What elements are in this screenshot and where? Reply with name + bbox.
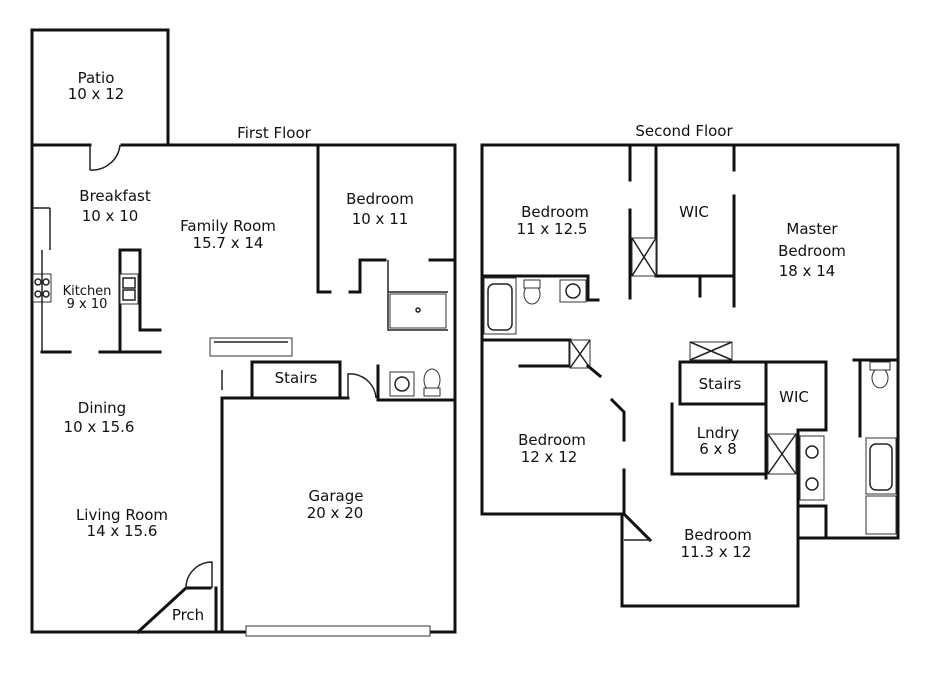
wic-a-label: WIC (679, 203, 709, 221)
laundry-label: Lndry (697, 424, 740, 442)
bedroom-c-label: Bedroom (684, 526, 752, 544)
bedroom-a-dims: 11 x 12.5 (517, 220, 588, 238)
bedroom-a-label: Bedroom (521, 203, 589, 221)
shower-icon (389, 293, 447, 329)
sink-icon-2 (559, 279, 587, 303)
family-room-label: Family Room (180, 217, 276, 235)
sink-icon-bath (389, 371, 415, 397)
porch-label: Prch (172, 606, 204, 624)
bedroom-label: Bedroom (346, 190, 414, 208)
master-bath-walls (796, 358, 900, 540)
garage-dims: 20 x 20 (307, 504, 364, 522)
garage-door (245, 625, 431, 637)
dining-dims: 10 x 15.6 (64, 418, 135, 436)
wic-b-walls (796, 360, 828, 432)
counter-icon (209, 337, 293, 357)
bath-walls (387, 260, 448, 331)
hall-walls (585, 363, 653, 543)
laundry-dims: 6 x 8 (699, 440, 737, 458)
bedroom-dims: 10 x 11 (352, 210, 409, 228)
first-floor-title: First Floor (237, 124, 311, 142)
second-floor: Second Floor Bedroom 11 x 12.5 WIC Maste… (480, 122, 900, 608)
breakfast-label: Breakfast (79, 187, 151, 205)
patio-walls (30, 28, 170, 147)
second-floor-outer-walls (480, 143, 900, 608)
upper-bath-walls (480, 274, 600, 302)
wic-b-label: WIC (779, 388, 809, 406)
second-floor-title: Second Floor (635, 122, 733, 140)
toilet-icon-3 (871, 367, 889, 389)
wic-top-walls (628, 143, 736, 308)
family-room-dims: 15.7 x 14 (193, 234, 264, 252)
garage-label: Garage (309, 487, 364, 505)
breakfast-dims: 10 x 10 (82, 207, 139, 225)
kitchen-dims: 9 x 10 (67, 297, 108, 312)
first-floor: First Floor Patio 10 x 12 Breakfast 10 x… (30, 28, 457, 637)
kitchen-block (32, 207, 162, 354)
master-label-2: Bedroom (778, 242, 846, 260)
bedroom-walls (316, 143, 457, 294)
dining-label: Dining (78, 399, 126, 417)
patio-door (89, 144, 121, 171)
garage-door-swing (347, 373, 377, 399)
patio-dims: 10 x 12 (68, 85, 125, 103)
bedroom-c-dims: 11.3 x 12 (681, 543, 752, 561)
bedroom-b-dims: 12 x 12 (521, 448, 578, 466)
first-floor-outer-walls (30, 143, 457, 634)
kitchen-label: Kitchen (63, 284, 112, 299)
living-room-label: Living Room (76, 506, 168, 524)
master-label-1: Master (786, 220, 838, 238)
stairs-2-label: Stairs (699, 375, 742, 393)
stairs-label: Stairs (275, 369, 318, 387)
patio-label: Patio (78, 69, 115, 87)
bedroom-b-label: Bedroom (518, 431, 586, 449)
garage-walls (220, 396, 350, 634)
living-room-dims: 14 x 15.6 (87, 522, 158, 540)
master-dims: 18 x 14 (779, 262, 836, 280)
shower-icon-2 (865, 495, 897, 535)
porch-door (185, 561, 213, 589)
sink-icon (119, 273, 139, 305)
